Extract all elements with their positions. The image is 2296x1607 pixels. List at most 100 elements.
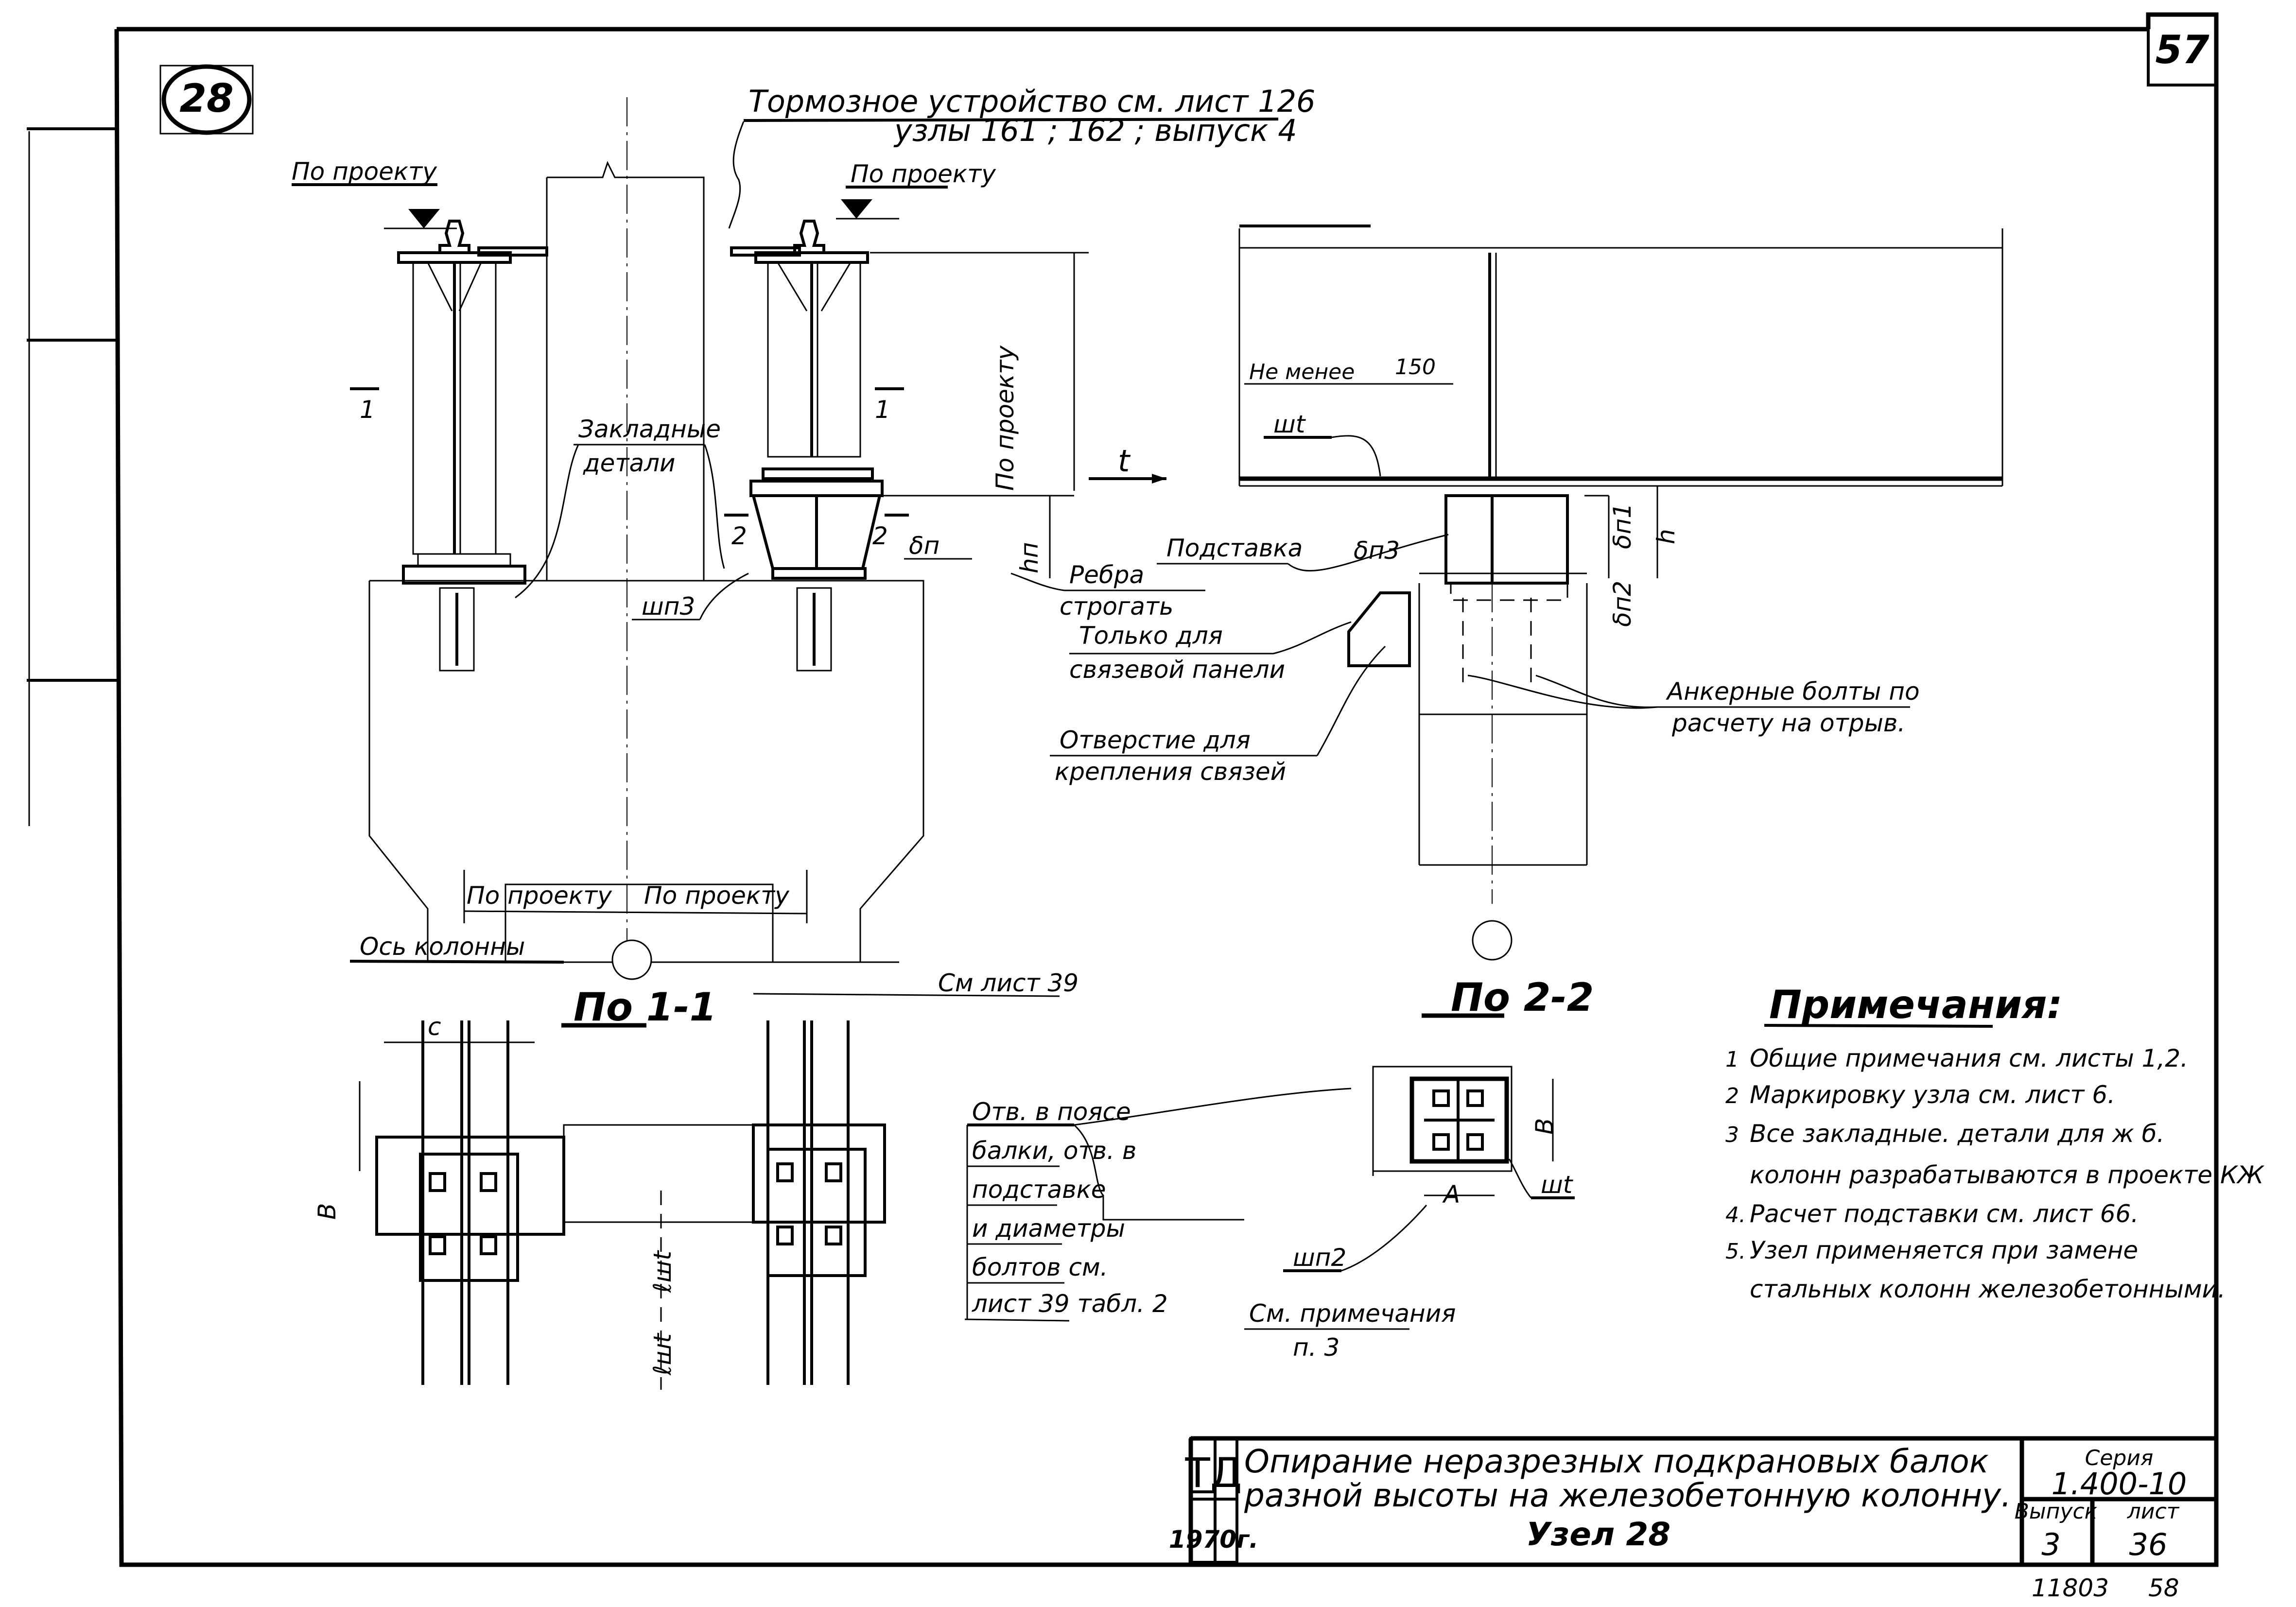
delta-p1-label: δп1 — [1608, 503, 1636, 549]
h-label: h — [1652, 529, 1680, 544]
brake-callout-line1: Тормозное устройство см. лист 126 — [748, 84, 1315, 119]
dim-lwt-1: ℓшt — [648, 1250, 677, 1293]
title-line-3: Узел 28 — [1526, 1516, 1670, 1553]
section-marker-2-right: 2 — [872, 522, 888, 550]
node-badge-number: 28 — [179, 76, 233, 121]
svg-text:Все закладные. детали для ж б: Все закладные. детали для ж б. — [1750, 1120, 2164, 1148]
page-number: 57 — [2155, 27, 2209, 72]
level-mark-left: По проекту — [292, 157, 437, 186]
svg-text:2: 2 — [1725, 1084, 1739, 1108]
holes-line-3: подставке — [972, 1175, 1106, 1204]
holes-line-2: балки, отв. в — [972, 1137, 1136, 1165]
holes-callout: Отв. в поясе балки, отв. в подставке и д… — [964, 1088, 1352, 1322]
embedded-parts-label-1: Закладные — [578, 415, 721, 443]
see-notes-label-2: п. 3 — [1293, 1333, 1339, 1362]
brake-callout-line2: узлы 161 ; 162 ; выпуск 4 — [893, 113, 1297, 148]
title-block: ТД 1970г. Опирание неразрезных подкранов… — [1169, 1436, 2216, 1565]
note-item: стальных колонн железобетонными. — [1750, 1275, 2226, 1303]
sheet-label: лист — [2127, 1499, 2180, 1524]
notes-heading: Примечания: — [1769, 982, 2063, 1027]
dim-h-p: hп — [1015, 542, 1044, 573]
series-value: 1.400-10 — [2052, 1466, 2187, 1502]
section-2-2-title: По 2-2 — [1451, 975, 1594, 1020]
org-code: ТД — [1185, 1449, 1242, 1497]
dim-150: 150 — [1395, 355, 1436, 380]
node-badge: 28 — [159, 64, 254, 135]
title-line-2: разной высоты на железобетонную колонну. — [1244, 1477, 2011, 1514]
reinforced-concrete-column — [368, 580, 924, 962]
ne-menee-label: Не менее — [1249, 360, 1355, 384]
archive-page: 58 — [2148, 1574, 2179, 1602]
delta-p3-label: δп3 — [1354, 536, 1400, 565]
po-proektu-bottom-left: По проекту — [467, 881, 612, 910]
section-marker-1-left: 1 — [360, 396, 375, 424]
issue-label: Выпуск — [2015, 1499, 2098, 1524]
svg-text:1: 1 — [1725, 1047, 1739, 1072]
otverstie-label-2: крепления связей — [1055, 758, 1286, 786]
sheet-frame — [27, 12, 2219, 1567]
section-marker-2-left: 2 — [731, 522, 747, 550]
embedded-anchor-right — [796, 587, 832, 672]
brake-device-callout: Тормозное устройство см. лист 126 узлы 1… — [728, 84, 1315, 229]
otverstie-label-1: Отверстие для — [1060, 726, 1251, 754]
svg-text:По проекту: По проекту — [292, 157, 437, 186]
wt-bottom-label: шt — [1541, 1171, 1574, 1199]
rebra-label-1: Ребра — [1069, 561, 1144, 589]
elevation-view: По проекту По проекту По проекту hп 1 1 … — [292, 97, 1205, 972]
column-axis-label: Ось колонны — [360, 933, 525, 961]
crane-beam-left — [397, 220, 548, 585]
svg-text:Узел применяется при замене: Узел применяется при замене — [1750, 1236, 2138, 1264]
tolko-label-2: связевой панели — [1069, 656, 1285, 684]
archive-number: 11803 — [2032, 1574, 2109, 1602]
note-item: 4. Расчет подставки см. лист 66. — [1725, 1200, 2139, 1228]
holes-line-6: лист 39 табл. 2 — [972, 1290, 1168, 1318]
dim-c-label: с — [428, 1013, 441, 1041]
section-2-2-plan: По 2-2 А В шt шп2 См. примечания п. 3 — [1244, 975, 1594, 1362]
po-proektu-bottom-right: По проекту — [644, 881, 790, 910]
title-line-1: Опирание неразрезных подкрановых балок — [1244, 1443, 1989, 1480]
holes-line-1: Отв. в поясе — [972, 1098, 1131, 1126]
tolko-label-1: Только для — [1079, 622, 1223, 650]
vertical-dim-po-proektu: По проекту — [991, 345, 1019, 491]
column-axis-dims: По проекту По проекту Ось колонны — [349, 870, 808, 980]
see-sheet-39-label: См лист 39 — [938, 969, 1078, 997]
year: 1970г. — [1169, 1525, 1258, 1554]
notes-block: Примечания: 1 Общие примечания см. листы… — [1725, 982, 2264, 1303]
dim-B-right: В — [1531, 1118, 1559, 1135]
svg-text:4.: 4. — [1725, 1203, 1746, 1227]
t-label: t — [1118, 443, 1131, 479]
dim-lwt-2: ℓшt — [648, 1332, 677, 1376]
crane-beam-right — [730, 220, 884, 580]
holes-line-4: и диаметры — [972, 1214, 1125, 1243]
beam-side-view: Не менее 150 шt Подставка δп3 δп1 h δп2 … — [1050, 225, 2003, 961]
note-item: 2 Маркировку узла см. лист 6. — [1725, 1081, 2115, 1109]
svg-text:Маркировку узла см. лист 6.: Маркировку узла см. лист 6. — [1750, 1081, 2115, 1109]
section-marker-1-right: 1 — [875, 396, 890, 424]
level-mark-right-label: По проекту — [851, 160, 996, 188]
page-number-box — [2147, 13, 2218, 86]
embedded-parts-label-2: детали — [583, 449, 676, 477]
podstavka-label: Подставка — [1166, 534, 1303, 562]
svg-text:5.: 5. — [1725, 1239, 1746, 1264]
note-item: колонн разрабатываются в проекте КЖ — [1750, 1161, 2264, 1189]
series-label: Серия — [2085, 1446, 2154, 1470]
dim-B-left: В — [313, 1203, 341, 1220]
holes-line-5: болтов см. — [972, 1253, 1108, 1281]
column-axis-marker-right — [1472, 920, 1513, 961]
rebra-label-2: строгать — [1060, 592, 1173, 621]
dim-delta-p: δп — [909, 532, 939, 560]
note-item: 5. Узел применяется при замене — [1725, 1236, 2138, 1264]
shp2-label: шп2 — [1293, 1244, 1346, 1272]
section-1-1-title: По 1-1 — [574, 985, 716, 1030]
ankernye-label-2: расчету на отрыв. — [1671, 709, 1905, 737]
wt-top-label: шt — [1273, 410, 1306, 438]
shp3-label: шп3 — [642, 592, 695, 621]
concrete-column-plan — [563, 1124, 754, 1223]
svg-text:стальных колонн железобетонн: стальных колонн железобетонными. — [1750, 1275, 2226, 1303]
note-item: 3 Все закладные. детали для ж б. — [1725, 1120, 2164, 1148]
brace-gusset — [1347, 591, 1411, 667]
svg-text:3: 3 — [1725, 1123, 1739, 1147]
see-notes-label-1: См. примечания — [1249, 1299, 1456, 1328]
embedded-anchor-left — [439, 587, 475, 672]
